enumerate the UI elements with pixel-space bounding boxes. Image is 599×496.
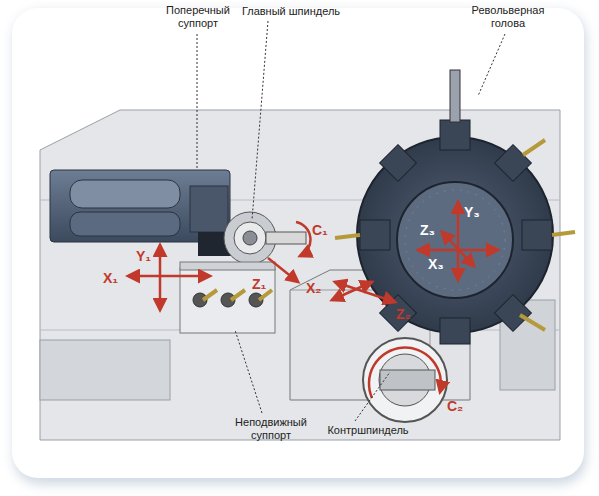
part-name: Главный шпиндель bbox=[236, 5, 346, 18]
axis-label: C₁ bbox=[312, 222, 328, 238]
axis-label: Z₁ bbox=[252, 276, 266, 292]
part-name: Неподвижный суппорт bbox=[226, 416, 316, 442]
axis-label: X₁ bbox=[103, 270, 118, 286]
part-name: Револьверная голова bbox=[462, 4, 554, 30]
part-name: Поперечный суппорт bbox=[158, 4, 238, 30]
axis-label: Z₃ bbox=[420, 222, 435, 238]
axis-label: Y₁ bbox=[136, 248, 151, 264]
part-name: Контршпиндель bbox=[318, 424, 418, 437]
axis-label: X₂ bbox=[306, 280, 322, 296]
axis-label: Y₃ bbox=[464, 204, 480, 220]
axis-label: Z₂ bbox=[396, 306, 411, 322]
axis-label: C₂ bbox=[447, 398, 463, 414]
axis-label: X₃ bbox=[428, 256, 444, 272]
